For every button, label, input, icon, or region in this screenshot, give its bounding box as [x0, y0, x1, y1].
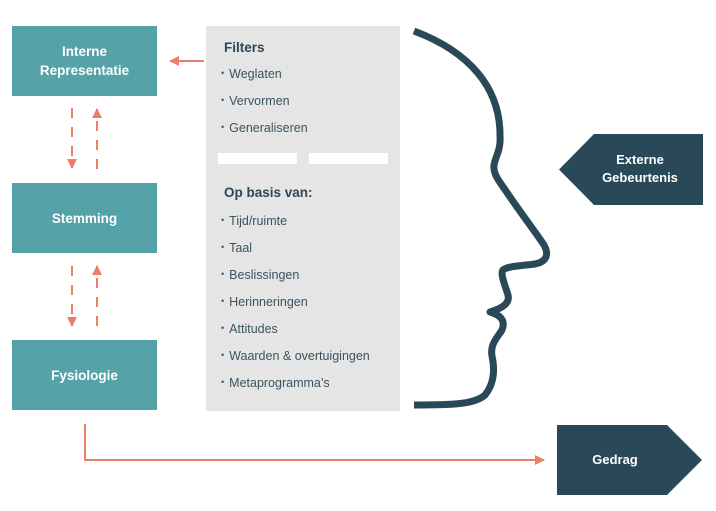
interne-representatie-box: Interne Representatie — [12, 26, 157, 96]
basis-item: Taal — [221, 241, 252, 255]
basis-heading: Op basis van: — [224, 185, 313, 200]
basis-item: Metaprogramma’s — [221, 376, 330, 390]
gedrag-arrow-icon — [84, 424, 545, 465]
filter-item: Vervormen — [221, 94, 289, 108]
fysiologie-box: Fysiologie — [12, 340, 157, 410]
divider-left — [218, 153, 297, 164]
filters-heading: Filters — [224, 40, 265, 55]
gedrag-label: Gedrag — [592, 452, 638, 467]
filters-panel: Filters Weglaten Vervormen Generaliseren… — [206, 26, 400, 411]
externe-gebeurtenis-tag — [559, 134, 703, 205]
fysiologie-label: Fysiologie — [51, 367, 118, 383]
filter-item: Weglaten — [221, 67, 282, 81]
basis-item: Attitudes — [221, 322, 278, 336]
stemming-box: Stemming — [12, 183, 157, 253]
stemming-label: Stemming — [51, 210, 118, 226]
interne-representatie-label: Interne Representatie — [39, 44, 130, 78]
basis-item: Waarden & overtuigingen — [221, 349, 370, 363]
filter-item: Generaliseren — [221, 121, 308, 135]
basis-item: Herinneringen — [221, 295, 308, 309]
basis-item: Beslissingen — [221, 268, 299, 282]
head-profile-icon — [412, 27, 551, 409]
gedrag-tag — [557, 425, 702, 495]
divider-right — [309, 153, 388, 164]
basis-item: Tijd/ruimte — [221, 214, 287, 228]
externe-gebeurtenis-label: Externe Gebeurtenis — [602, 152, 678, 185]
